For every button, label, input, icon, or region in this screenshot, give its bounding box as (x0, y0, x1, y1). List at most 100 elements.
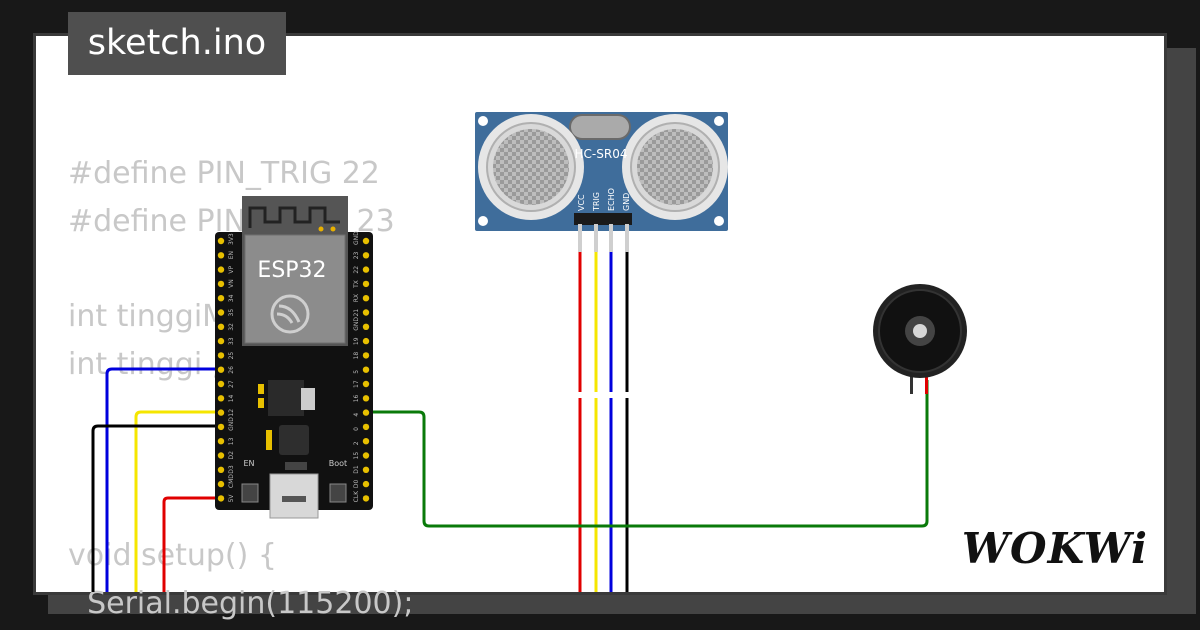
pin-label: 16 (353, 394, 360, 402)
esp32-label: ESP32 (257, 258, 326, 283)
pin-left-vn[interactable] (217, 280, 225, 288)
pin-label: D2 (228, 451, 235, 460)
sensor-pin-echo: ECHO (607, 188, 616, 211)
pin-label: 13 (228, 437, 235, 445)
en-button[interactable] (241, 483, 259, 503)
pin-label: 21 (353, 309, 360, 317)
code-line: #define PIN_TRIG 22 (68, 156, 380, 191)
pin-right-4[interactable] (362, 409, 370, 416)
pin-right-5[interactable] (362, 366, 370, 373)
pin-label: 2 (353, 441, 360, 445)
pin-label: 34 (228, 294, 235, 302)
code-line: void setup() { (68, 538, 277, 574)
pin-right-clk[interactable] (362, 495, 370, 502)
pin-label: GND (228, 417, 235, 431)
pin-left-en[interactable] (217, 252, 225, 259)
boot-label: Boot (329, 459, 347, 468)
pin-right-23[interactable] (362, 252, 370, 259)
pin-right-19[interactable] (362, 337, 370, 345)
pin-label: 18 (353, 352, 360, 360)
pin-label: 4 (353, 413, 360, 417)
pin-label: 12 (228, 409, 235, 417)
pin-right-2[interactable] (362, 438, 370, 445)
pin-label: GND (353, 231, 360, 245)
pin-left-27[interactable] (217, 380, 225, 388)
pin-label: 15 (353, 452, 360, 460)
pin-headers: 3V3ENVPVN343532332526271412GND13D2D3CMD5… (217, 231, 370, 503)
pin-label: RX (353, 294, 360, 302)
pin-right-gnd[interactable] (362, 323, 370, 330)
sensor-pin-gnd: GND (622, 193, 631, 211)
pin-left-12[interactable] (217, 409, 225, 416)
pin-label: CLK (353, 490, 360, 503)
pin-label: 35 (228, 309, 235, 317)
sensor-label: HC-SR04 (575, 147, 628, 161)
wokwi-logo: WOKWi (961, 524, 1148, 573)
pin-left-3v3[interactable] (217, 237, 225, 245)
pin-left-32[interactable] (217, 323, 225, 330)
pin-label: 5 (353, 370, 360, 374)
pin-right-0[interactable] (362, 423, 370, 431)
pin-left-5v[interactable] (217, 495, 225, 502)
espressif-logo (270, 294, 310, 334)
pin-label: CMD (228, 474, 235, 488)
pin-left-cmd[interactable] (217, 480, 225, 488)
pin-left-34[interactable] (217, 295, 225, 302)
wire-pin26 (105, 367, 220, 592)
pin-label: 32 (228, 323, 235, 331)
esp32-board: ESP32 3V3ENVPVN343532332526271412GND13D2… (215, 196, 373, 519)
pin-label: 17 (353, 380, 360, 388)
pin-left-25[interactable] (217, 352, 225, 359)
pin-label: 26 (228, 366, 235, 374)
wire-5v (162, 496, 220, 592)
pin-left-gnd[interactable] (217, 423, 225, 431)
pin-right-rx[interactable] (362, 295, 370, 302)
en-label: EN (243, 459, 254, 468)
pin-left-35[interactable] (217, 309, 225, 316)
buzzer (873, 284, 967, 394)
pin-right-d1[interactable] (362, 466, 370, 473)
pin-right-15[interactable] (362, 452, 370, 459)
pin-left-26[interactable] (217, 366, 225, 373)
pin-label: VN (228, 279, 235, 288)
pin-left-d3[interactable] (217, 466, 225, 473)
pin-label: 0 (353, 427, 360, 431)
wire-buzzer (366, 380, 929, 528)
pin-label: D0 (353, 479, 360, 488)
pin-right-d0[interactable] (362, 480, 370, 488)
pin-left-33[interactable] (217, 337, 225, 345)
pin-right-22[interactable] (362, 266, 370, 273)
pin-label: VP (228, 265, 235, 273)
pin-right-16[interactable] (362, 395, 370, 402)
pin-label: 33 (228, 337, 235, 345)
pin-label: 19 (353, 337, 360, 345)
pin-label: 23 (353, 251, 360, 259)
pin-label: TX (353, 280, 360, 289)
pin-label: 3V3 (228, 233, 235, 245)
pin-label: 22 (353, 266, 360, 274)
pin-left-vp[interactable] (217, 266, 225, 273)
sensor-pin-vcc: VCC (577, 194, 586, 211)
wire-gnd-left (91, 424, 220, 592)
pin-left-14[interactable] (217, 395, 225, 402)
pin-right-17[interactable] (362, 380, 370, 388)
wire-pin12 (134, 410, 220, 592)
wires (91, 250, 929, 592)
hc-sr04-sensor: HC-SR04 VCC TRIG ECHO GND (475, 112, 728, 252)
pin-label: 14 (228, 394, 235, 402)
pin-right-21[interactable] (362, 309, 370, 316)
pin-right-gnd[interactable] (362, 237, 370, 245)
code-line: Serial.begin(115200); (68, 586, 414, 622)
pin-right-18[interactable] (362, 352, 370, 359)
pin-label: 5V (228, 494, 235, 503)
components: EN Boot (241, 380, 347, 519)
pin-label: EN (228, 251, 235, 259)
boot-button[interactable] (329, 483, 347, 503)
pin-left-13[interactable] (217, 438, 225, 445)
pin-label: D3 (228, 465, 235, 474)
pin-label: D1 (353, 465, 360, 474)
file-title: sketch.ino (68, 12, 286, 75)
pin-left-d2[interactable] (217, 452, 225, 459)
pin-right-tx[interactable] (362, 280, 370, 288)
